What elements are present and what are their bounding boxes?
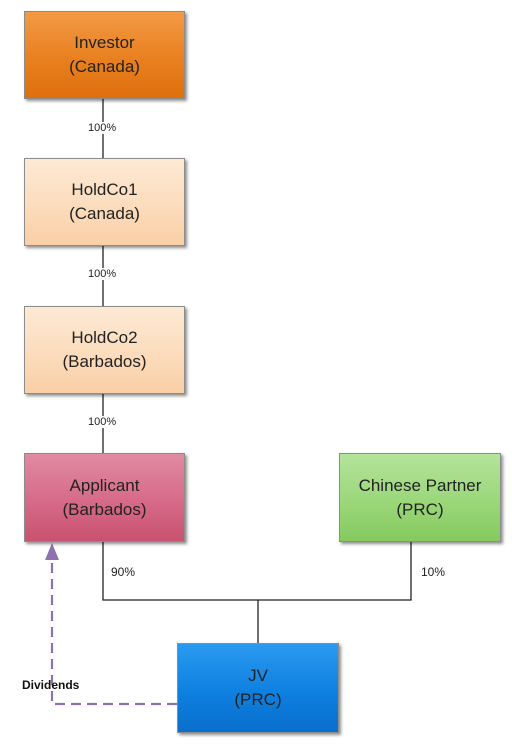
entity-holdco1-jurisdiction: (Canada) xyxy=(69,204,140,223)
entity-jv-jurisdiction: (PRC) xyxy=(234,690,282,709)
dividends-arrowhead xyxy=(45,543,59,560)
entity-holdco2: HoldCo2 (Barbados) xyxy=(24,306,185,394)
entity-partner-name: Chinese Partner xyxy=(358,475,482,495)
entity-partner-jurisdiction: (PRC) xyxy=(396,499,444,519)
entity-applicant: Applicant (Barbados) xyxy=(24,453,185,542)
connector-applicant-partner-jv xyxy=(102,542,412,601)
entity-investor-name: Investor xyxy=(74,33,135,52)
ownership-label-applicant-jv: 90% xyxy=(111,565,136,579)
dividends-flow-line xyxy=(50,560,177,706)
ownership-label-holdco1-holdco2: 100% xyxy=(87,268,118,280)
entity-jv-name: JV xyxy=(248,666,268,685)
dividends-label: Dividends xyxy=(22,678,80,692)
entity-investor-jurisdiction: (Canada) xyxy=(69,57,140,76)
entity-holdco2-name: HoldCo2 xyxy=(71,328,138,347)
entity-holdco1-name: HoldCo1 xyxy=(71,180,138,199)
entity-applicant-jurisdiction: (Barbados) xyxy=(62,499,147,519)
entity-jv: JV (PRC) xyxy=(177,643,339,733)
entity-holdco1: HoldCo1 (Canada) xyxy=(24,158,185,246)
entity-applicant-name: Applicant xyxy=(69,475,140,495)
entity-chinese-partner: Chinese Partner (PRC) xyxy=(339,453,501,542)
entity-holdco2-jurisdiction: (Barbados) xyxy=(62,352,147,371)
ownership-label-partner-jv: 10% xyxy=(421,565,446,579)
entity-investor: Investor (Canada) xyxy=(24,11,185,99)
ownership-label-holdco2-applicant: 100% xyxy=(87,416,118,428)
ownership-label-investor-holdco1: 100% xyxy=(87,122,118,134)
